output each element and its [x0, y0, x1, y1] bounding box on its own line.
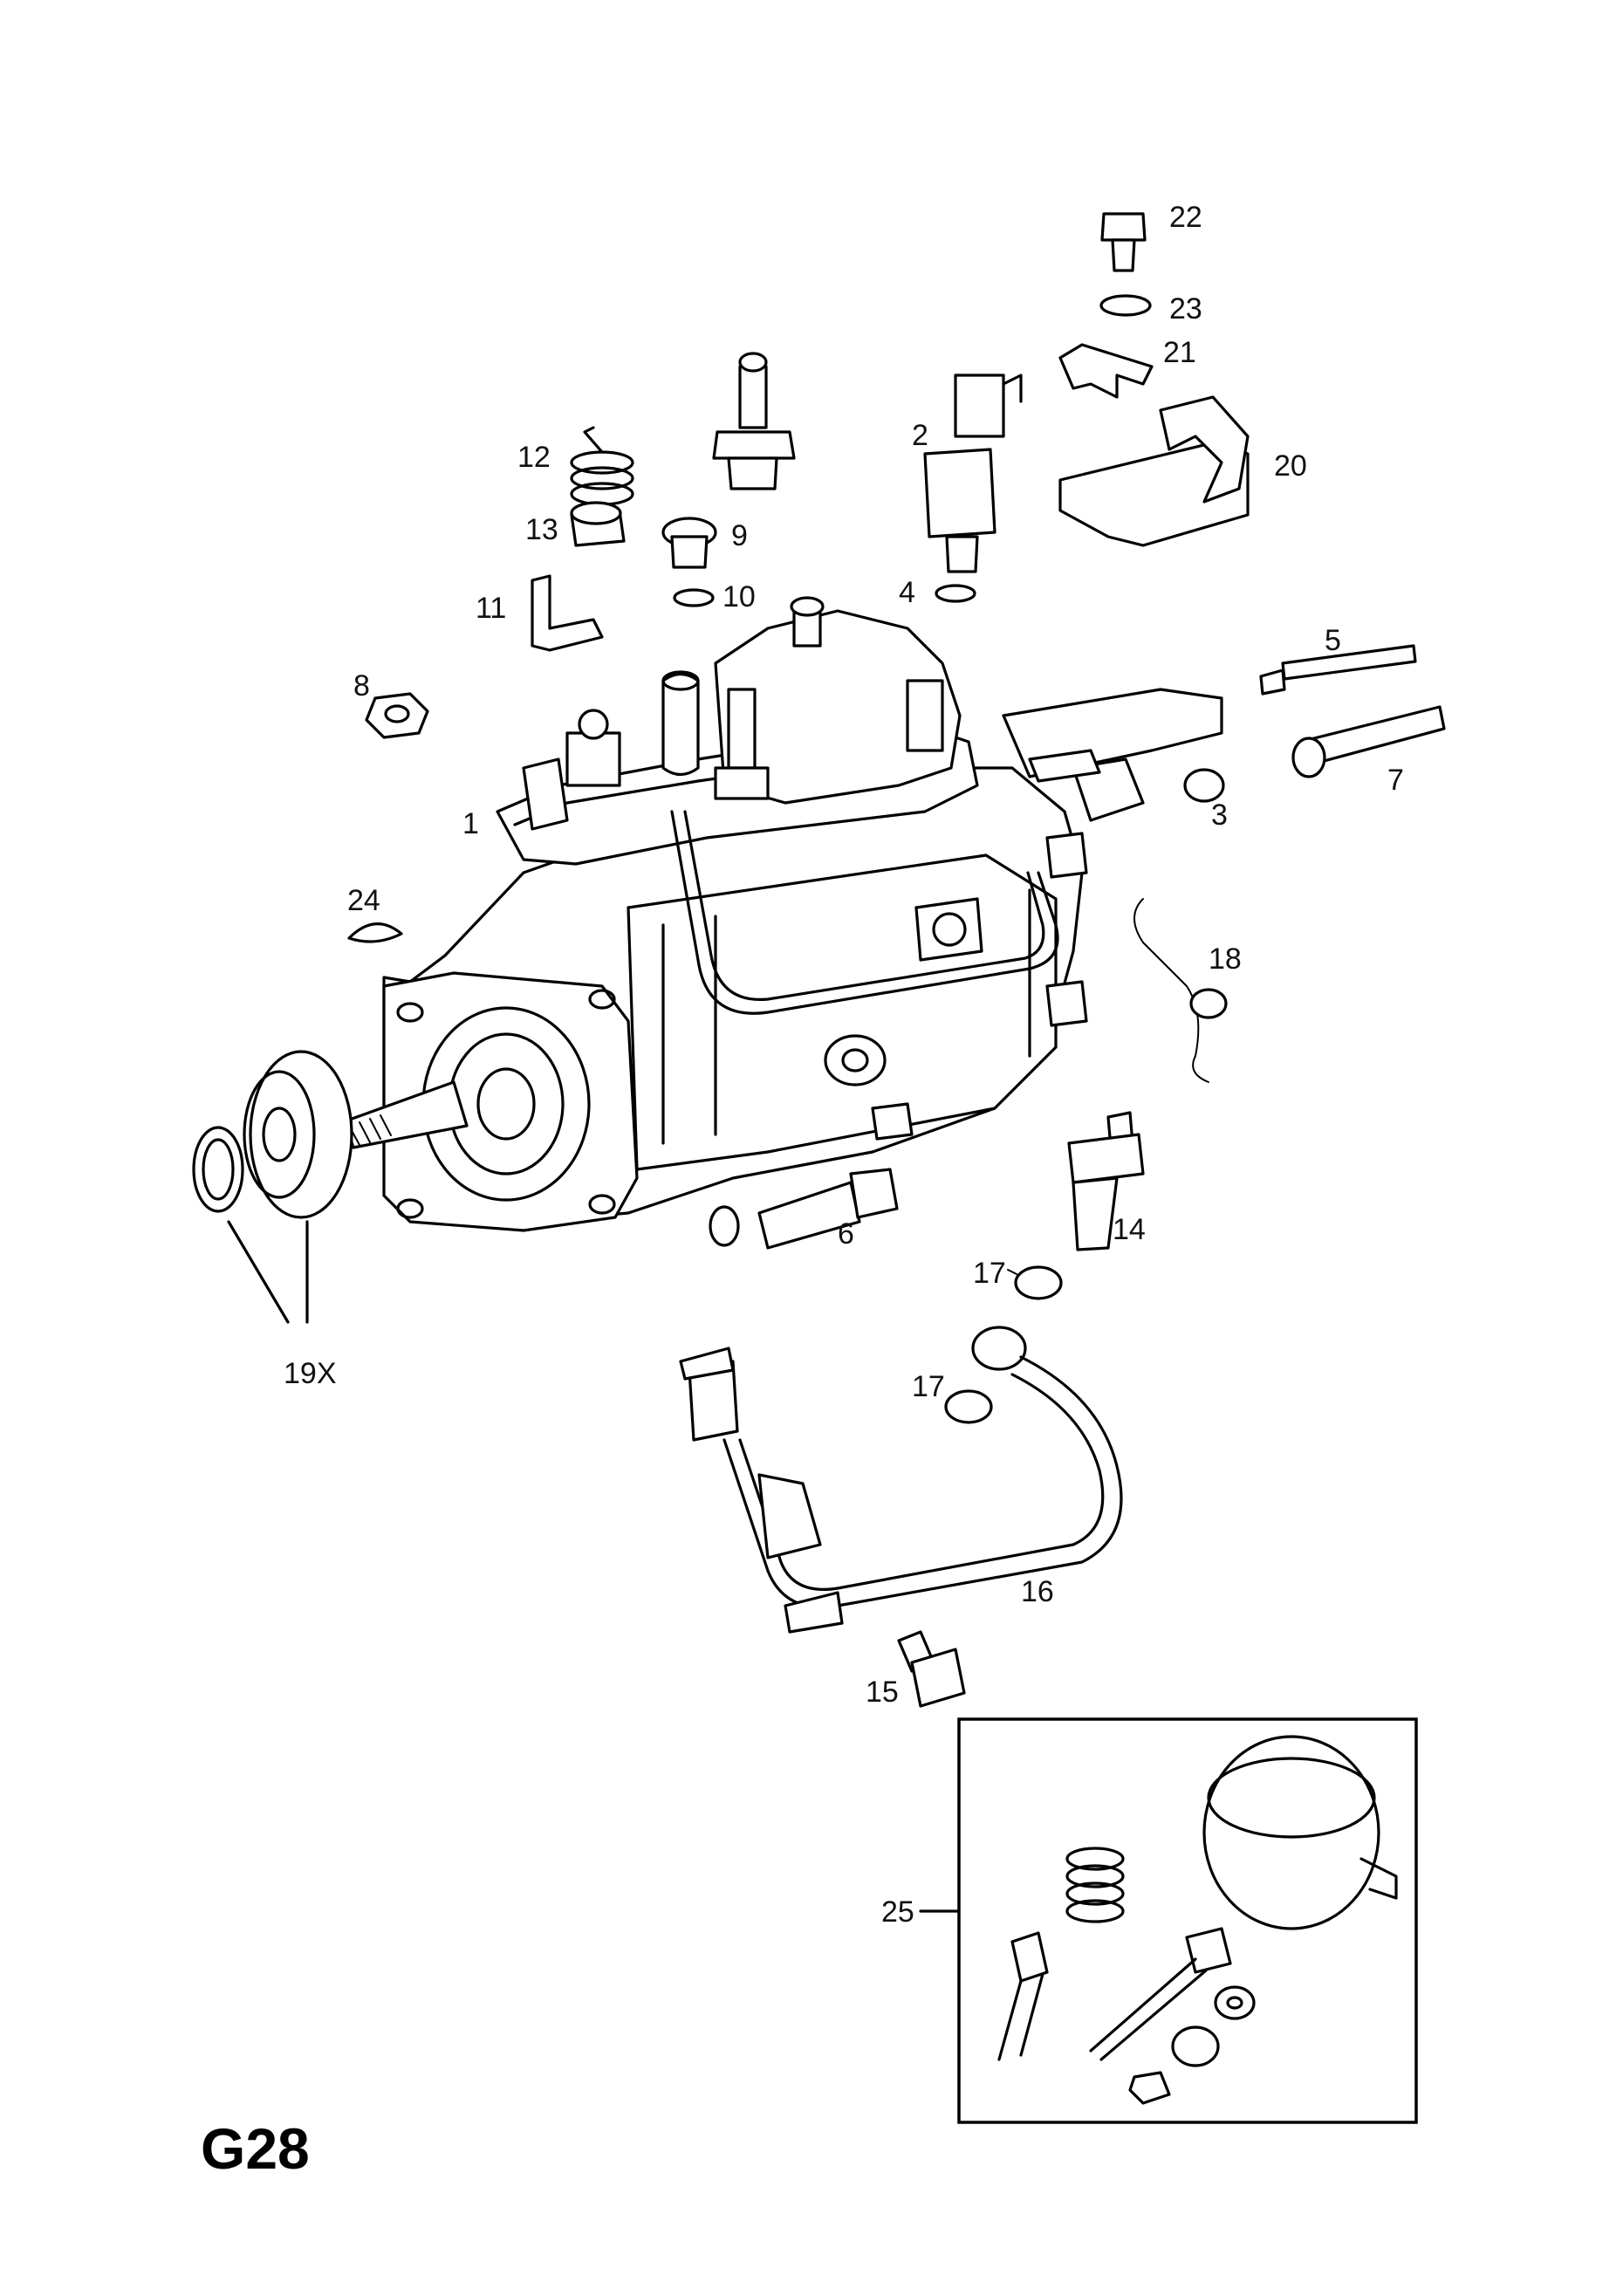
callout-22: 22 — [1169, 201, 1202, 234]
callout-2: 2 — [912, 419, 928, 452]
clip-icon — [1058, 343, 1154, 399]
inset-frame — [957, 1717, 1418, 2124]
cap-icon — [570, 501, 626, 547]
sleeve-icon — [1291, 705, 1446, 778]
callout-1: 1 — [462, 807, 479, 840]
adjusting-screw-icon — [1259, 644, 1417, 696]
callout-14: 14 — [1113, 1213, 1146, 1246]
washer-17b-icon — [944, 1389, 993, 1424]
callout-13: 13 — [525, 513, 558, 546]
spring-icon — [570, 426, 634, 506]
washer-17a-icon — [1014, 1265, 1063, 1300]
leader-19x-a — [227, 1220, 290, 1324]
seal-wire-icon — [1133, 898, 1228, 1083]
bolt-15-icon — [897, 1630, 966, 1708]
washer-icon — [673, 588, 715, 607]
valve-icon — [1067, 1111, 1145, 1251]
vacuum-actuator-kit-icon — [997, 1735, 1398, 2105]
bracket-icon — [531, 574, 604, 652]
banjo-bolt-icon — [712, 352, 796, 490]
diagram-code: G28 — [201, 2116, 310, 2181]
washer-23-icon — [1099, 294, 1152, 317]
bolt-assembly-icon — [709, 1168, 899, 1250]
callout-9: 9 — [731, 519, 748, 552]
mounting-bracket-icon — [1058, 395, 1250, 547]
callout-17a: 17 — [973, 1257, 1006, 1290]
solenoid-valve-icon — [923, 374, 1023, 573]
woodruff-key-icon — [347, 922, 403, 943]
o-ring-icon — [935, 584, 976, 603]
callout-21: 21 — [1163, 336, 1196, 369]
screw-icon — [661, 517, 717, 569]
callout-24: 24 — [347, 884, 380, 917]
nut-icon — [365, 692, 429, 739]
callout-25: 25 — [881, 1895, 914, 1929]
callout-11: 11 — [476, 592, 506, 625]
callout-18: 18 — [1209, 942, 1242, 976]
callout-6: 6 — [838, 1217, 854, 1251]
callout-12: 12 — [517, 441, 551, 474]
callout-10: 10 — [722, 580, 756, 613]
callout-15: 15 — [866, 1676, 899, 1709]
callout-16: 16 — [1021, 1575, 1054, 1608]
leader-17a — [1007, 1269, 1017, 1275]
injection-pump-icon — [343, 596, 1223, 1232]
callout-19x: 19X — [284, 1357, 337, 1390]
callout-17b: 17 — [912, 1370, 945, 1403]
callout-3: 3 — [1211, 798, 1228, 832]
fuel-pipe-icon — [679, 1326, 1123, 1634]
bolt-icon — [1100, 212, 1147, 272]
callout-23: 23 — [1169, 292, 1202, 326]
pulley-icon — [243, 1050, 353, 1219]
callout-8: 8 — [353, 669, 370, 703]
callout-7: 7 — [1387, 764, 1404, 797]
plug-icon — [1183, 768, 1225, 803]
callout-20: 20 — [1274, 449, 1307, 483]
callout-4: 4 — [899, 576, 915, 609]
seal-ring-icon — [192, 1126, 244, 1213]
callout-5: 5 — [1325, 624, 1341, 657]
